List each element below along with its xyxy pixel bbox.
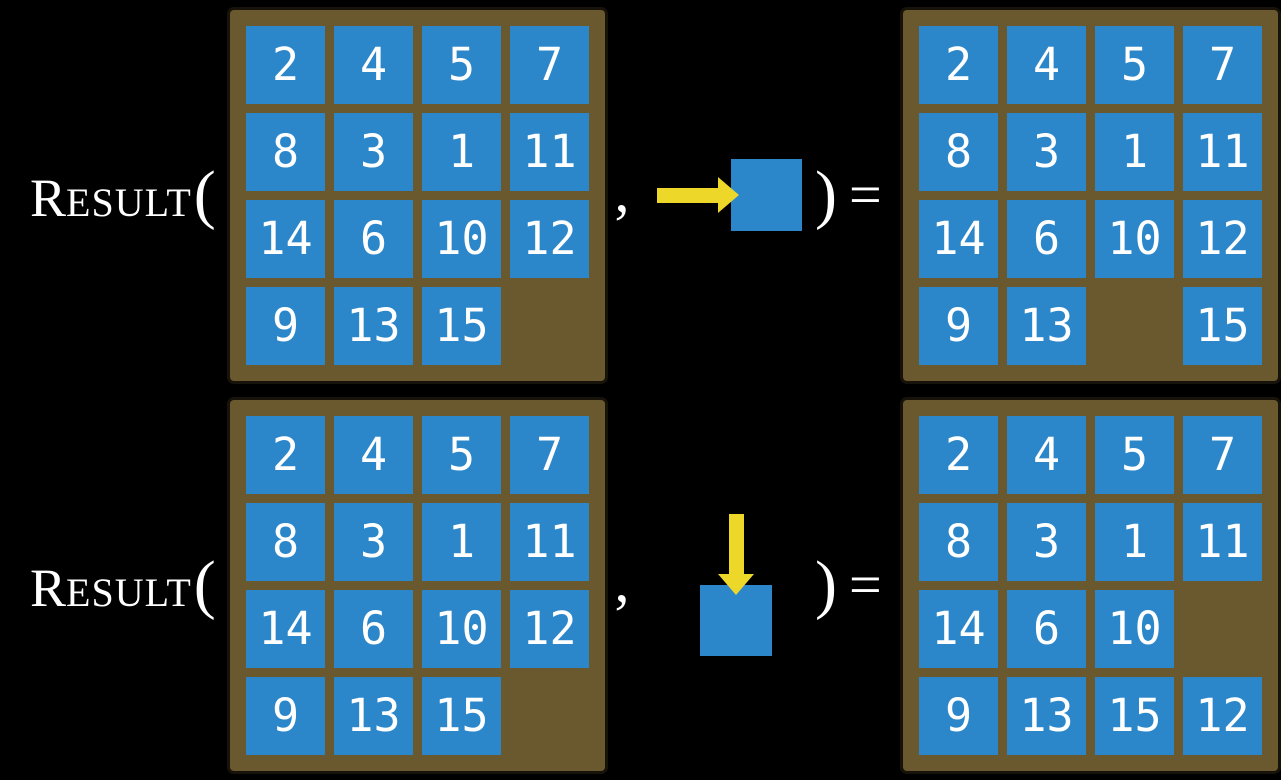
right-arrow-icon [657, 177, 739, 213]
puzzle-tile: 9 [919, 676, 998, 755]
puzzle-tile: 6 [1007, 589, 1086, 668]
puzzle-tile: 8 [246, 112, 325, 191]
puzzle-tile: 4 [334, 415, 413, 494]
function-name-rest: ESULT [66, 180, 192, 225]
close-paren-equals: ) = [815, 552, 885, 618]
puzzle-tile: 7 [1183, 415, 1262, 494]
puzzle-tile: 3 [1007, 112, 1086, 191]
puzzle-tile: 3 [1007, 502, 1086, 581]
puzzle-tile: 5 [422, 415, 501, 494]
puzzle-tile: 5 [1095, 415, 1174, 494]
puzzle-tile: 1 [422, 502, 501, 581]
puzzle-tile: 10 [422, 589, 501, 668]
puzzle-tile: 2 [919, 25, 998, 104]
puzzle-tile: 8 [919, 502, 998, 581]
blank-cell [510, 287, 589, 365]
puzzle-tile: 14 [246, 589, 325, 668]
move-action-right [657, 159, 802, 231]
puzzle-tile: 9 [919, 286, 998, 365]
puzzle-tile: 6 [334, 589, 413, 668]
action-tile [700, 585, 772, 656]
function-call-label: R ESULT ( [0, 552, 230, 618]
puzzle-tile: 3 [334, 112, 413, 191]
equals-sign: = [848, 162, 882, 227]
close-paren: ) [815, 158, 837, 231]
puzzle-tile: 7 [510, 415, 589, 494]
puzzle-tile: 12 [510, 199, 589, 278]
puzzle-tile: 10 [1095, 589, 1174, 668]
puzzle-tile: 11 [1183, 502, 1262, 581]
puzzle-tile: 1 [422, 112, 501, 191]
puzzle-tile: 11 [1183, 112, 1262, 191]
puzzle-tile: 9 [246, 286, 325, 365]
action-tile [731, 159, 802, 231]
arrow-shaft [657, 187, 718, 203]
puzzle-tile: 2 [919, 415, 998, 494]
puzzle-tile: 4 [1007, 415, 1086, 494]
function-name-initial: R [30, 168, 67, 228]
puzzle-tile: 8 [246, 502, 325, 581]
puzzle-tile: 6 [1007, 199, 1086, 278]
puzzle-tile: 14 [246, 199, 325, 278]
close-paren: ) [815, 548, 837, 621]
puzzle-tile: 15 [422, 676, 501, 755]
blank-cell [510, 677, 589, 755]
puzzle-tile: 10 [422, 199, 501, 278]
puzzle-tile: 7 [510, 25, 589, 104]
puzzle-tile: 13 [1007, 676, 1086, 755]
puzzle-tile: 8 [919, 112, 998, 191]
puzzle-tile: 14 [919, 199, 998, 278]
arrow-head [718, 177, 739, 213]
puzzle-tile: 3 [334, 502, 413, 581]
arrow-head [718, 574, 754, 595]
puzzle-tile: 13 [1007, 286, 1086, 365]
blank-cell [1095, 287, 1174, 365]
blank-cell [1183, 590, 1262, 668]
function-call-label: R ESULT ( [0, 162, 230, 228]
move-action-down [700, 514, 772, 656]
close-paren-equals: ) = [815, 162, 885, 228]
puzzle-tile: 6 [334, 199, 413, 278]
puzzle-tile: 1 [1095, 502, 1174, 581]
puzzle-tile: 11 [510, 502, 589, 581]
puzzle-tile: 10 [1095, 199, 1174, 278]
function-name-initial: R [30, 558, 67, 618]
puzzle-tile: 5 [1095, 25, 1174, 104]
puzzle-tile: 13 [334, 286, 413, 365]
equals-sign: = [848, 552, 882, 617]
comma: , [614, 548, 630, 614]
puzzle-tile: 12 [1183, 199, 1262, 278]
puzzle-tile: 7 [1183, 25, 1262, 104]
open-paren: ( [193, 548, 216, 621]
puzzle-tile: 11 [510, 112, 589, 191]
puzzle-tile: 12 [1183, 676, 1262, 755]
puzzle-tile: 2 [246, 415, 325, 494]
puzzle-tile: 14 [919, 589, 998, 668]
function-name-rest: ESULT [66, 570, 192, 615]
puzzle-tile: 13 [334, 676, 413, 755]
puzzle-tile: 9 [246, 676, 325, 755]
puzzle-tile: 15 [1095, 676, 1174, 755]
puzzle-tile: 15 [422, 286, 501, 365]
puzzle-tile: 5 [422, 25, 501, 104]
down-arrow-icon [718, 514, 754, 595]
puzzle-tile: 15 [1183, 286, 1262, 365]
puzzle-tile: 4 [1007, 25, 1086, 104]
puzzle-tile: 4 [334, 25, 413, 104]
puzzle-tile: 2 [246, 25, 325, 104]
comma: , [614, 158, 630, 224]
puzzle-tile: 1 [1095, 112, 1174, 191]
open-paren: ( [193, 158, 216, 231]
puzzle-tile: 12 [510, 589, 589, 668]
arrow-shaft [728, 514, 744, 574]
